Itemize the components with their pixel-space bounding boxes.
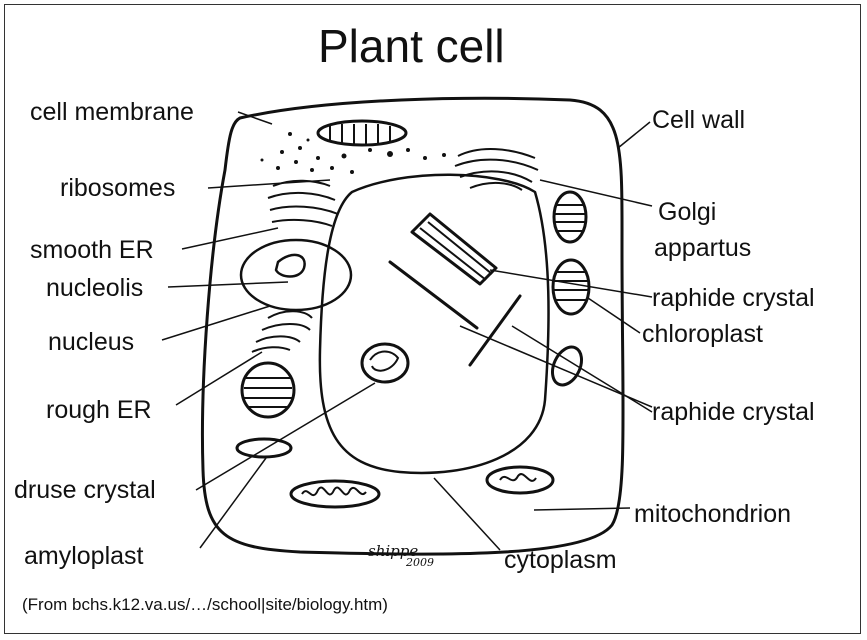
druse-squiggle xyxy=(370,352,398,371)
signature-year: 2009 xyxy=(406,556,434,569)
raphide-bundle-stripes xyxy=(420,222,492,280)
cell-wall-outline xyxy=(202,98,623,554)
label-druse-crystal: druse crystal xyxy=(14,476,156,504)
chloroplast-top xyxy=(318,121,406,145)
label-chloroplast: chloroplast xyxy=(642,320,763,348)
label-smooth-er: smooth ER xyxy=(30,236,154,264)
label-cell-wall: Cell wall xyxy=(652,106,745,134)
label-cell-membrane: cell membrane xyxy=(30,98,194,126)
artist-signature: shippe 2009 xyxy=(368,542,418,560)
raphide-bundle xyxy=(412,214,496,284)
leader-ribosomes xyxy=(208,180,330,188)
label-raphide-crystal-2: raphide crystal xyxy=(652,398,815,426)
leader-raphide-1 xyxy=(490,270,652,297)
mitochondrion-left-cristae xyxy=(302,487,366,495)
leader-nucleus xyxy=(162,306,270,340)
label-mitochondrion: mitochondrion xyxy=(634,500,791,528)
label-ribosomes: ribosomes xyxy=(60,174,175,202)
chloroplast-left xyxy=(242,363,294,417)
label-amyloplast: amyloplast xyxy=(24,542,144,570)
druse-in-vacuole xyxy=(362,344,408,382)
mitochondrion-bottom-right xyxy=(487,467,553,493)
chloroplast-left-stripes xyxy=(244,378,292,407)
leader-nucleolis xyxy=(168,282,288,287)
amyloplast-right xyxy=(547,342,587,389)
leader-raphide-2b xyxy=(512,326,652,412)
druse-crystal xyxy=(237,439,291,457)
label-golgi-line2: appartus xyxy=(654,234,751,262)
golgi xyxy=(455,149,538,190)
vacuole-outline xyxy=(320,175,549,473)
label-nucleolis: nucleolis xyxy=(46,274,143,302)
leader-cell-wall xyxy=(618,122,650,148)
label-golgi-line1: Golgi xyxy=(658,198,716,226)
label-raphide-crystal-1: raphide crystal xyxy=(652,284,815,312)
source-credit: (From bchs.k12.va.us/…/school|site/biolo… xyxy=(22,594,388,616)
label-cytoplasm: cytoplasm xyxy=(504,546,617,574)
leader-amyloplast xyxy=(200,458,266,548)
smooth-er xyxy=(268,181,338,226)
raphide-crystal-b xyxy=(470,296,520,365)
diagram-title: Plant cell xyxy=(318,20,505,72)
label-rough-er: rough ER xyxy=(46,396,152,424)
leader-druse-crystal xyxy=(196,383,375,490)
rough-er xyxy=(252,311,312,352)
chloroplast-right-1 xyxy=(554,192,586,242)
mitochondrion-bottom-left xyxy=(291,481,379,507)
leader-cytoplasm xyxy=(434,478,500,550)
mitochondrion-right-cristae xyxy=(500,474,536,481)
chloroplast-right-2 xyxy=(553,260,589,314)
nucleolus xyxy=(276,255,305,277)
leader-mitochondrion xyxy=(534,508,630,510)
leader-chloroplast xyxy=(588,298,640,333)
chloroplast-right-1-stripes xyxy=(555,205,585,231)
label-nucleus: nucleus xyxy=(48,328,134,356)
